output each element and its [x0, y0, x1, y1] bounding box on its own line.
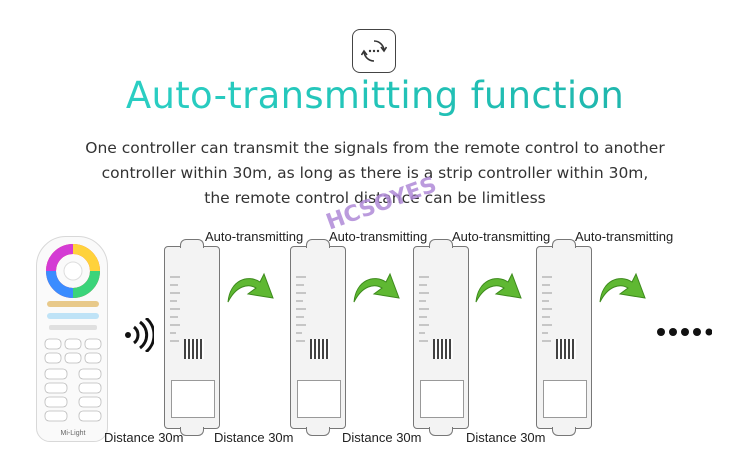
- distance-label: Distance 30m: [342, 430, 422, 445]
- strip-controller: [290, 239, 346, 436]
- description-line: controller within 30m, as long as there …: [101, 164, 649, 182]
- distance-label: Distance 30m: [104, 430, 184, 445]
- distance-label: Distance 30m: [466, 430, 546, 445]
- strip-controller: [536, 239, 592, 436]
- description-line: the remote control distance can be limit…: [204, 189, 546, 207]
- chat-transfer-icon: [352, 29, 396, 73]
- distance-label: Distance 30m: [214, 430, 294, 445]
- auto-transmitting-label: Auto-transmitting: [575, 229, 674, 244]
- curved-arrow-icon: [475, 272, 522, 303]
- page-title: Auto-transmitting function: [0, 74, 750, 117]
- remote-control-image: Mi-Light: [36, 236, 108, 442]
- strip-controller: [164, 239, 220, 436]
- description-line: One controller can transmit the signals …: [85, 139, 665, 157]
- auto-transmitting-label: Auto-transmitting: [329, 229, 428, 244]
- svg-text:Mi-Light: Mi-Light: [61, 430, 86, 437]
- auto-transmitting-label: Auto-transmitting: [205, 229, 304, 244]
- ellipsis-icon: [657, 328, 712, 336]
- curved-arrow-icon: [599, 272, 646, 303]
- auto-transmitting-label: Auto-transmitting: [452, 229, 551, 244]
- curved-arrow-icon: [353, 272, 400, 303]
- description: One controller can transmit the signals …: [0, 136, 750, 211]
- strip-controller: [413, 239, 469, 436]
- signal-wave-icon: [124, 316, 156, 357]
- curved-arrow-icon: [227, 272, 274, 303]
